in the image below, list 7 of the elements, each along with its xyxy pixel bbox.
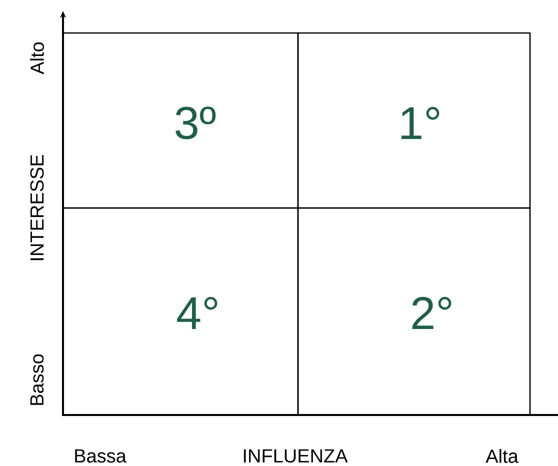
quadrant-box: 1°: [297, 32, 531, 209]
quadrant-box: 2°: [297, 207, 531, 416]
quadrant-box: 3º: [62, 32, 299, 209]
axis-label: Bassa: [75, 449, 126, 463]
axis-label: INFLUENZA: [244, 449, 348, 463]
quadrant-box: 4°: [62, 207, 299, 416]
axis-label: INTERESSE: [30, 154, 44, 260]
